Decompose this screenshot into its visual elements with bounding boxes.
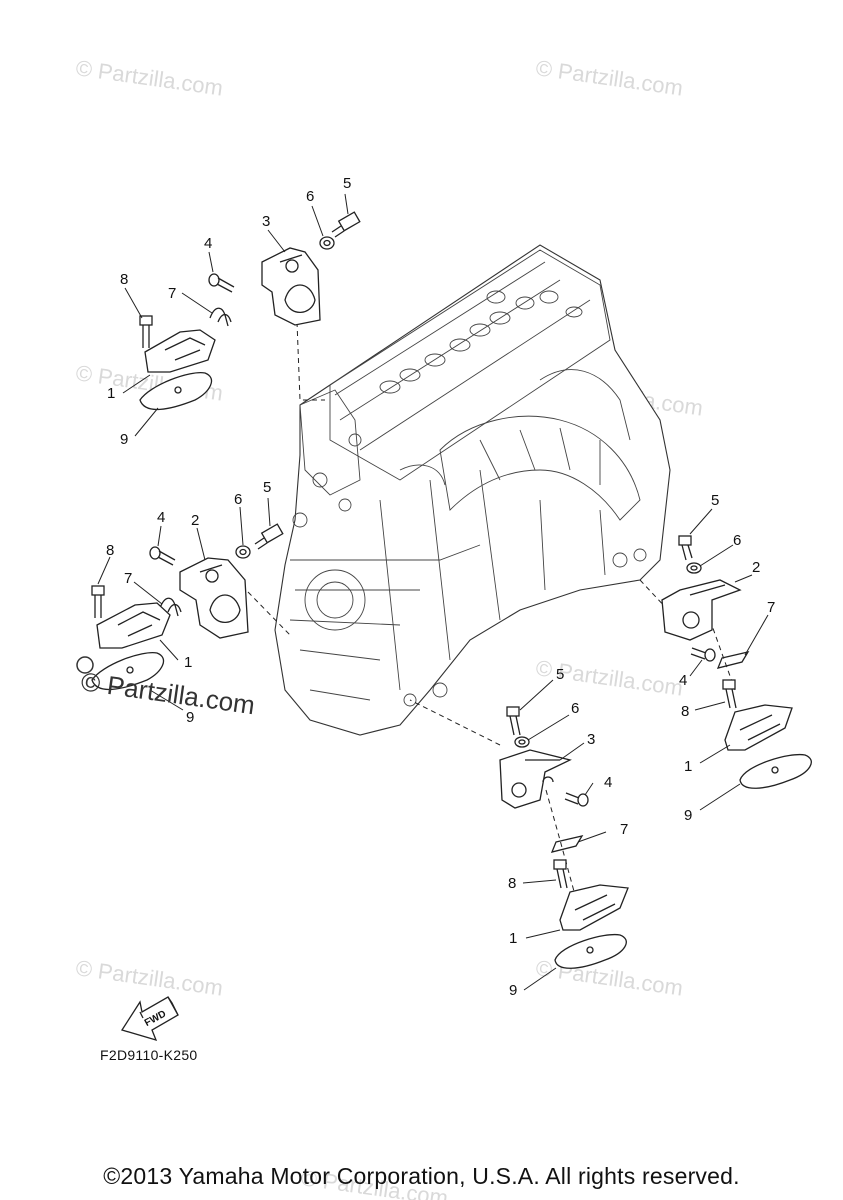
bolt-icon — [91, 585, 105, 618]
bolt-icon — [139, 315, 153, 348]
callout-5: 5 — [556, 666, 564, 683]
bracket-icon — [179, 557, 249, 639]
bracket-icon — [261, 247, 321, 326]
shim-icon — [550, 835, 584, 853]
callout-9: 9 — [186, 709, 194, 726]
washer-icon — [235, 545, 251, 559]
watermark-main-text: © Partzilla.com — [79, 666, 257, 720]
callout-4: 4 — [604, 774, 612, 791]
callout-7: 7 — [767, 599, 775, 616]
watermark: © Partzilla.com — [534, 55, 684, 100]
callout-4: 4 — [157, 509, 165, 526]
bolt-icon — [564, 792, 589, 807]
callout-6: 6 — [234, 491, 242, 508]
shim-icon — [209, 307, 232, 327]
callout-4: 4 — [204, 235, 212, 252]
callout-1: 1 — [107, 385, 115, 402]
watermark: © Partzilla.com — [74, 955, 224, 1000]
callout-9: 9 — [120, 431, 128, 448]
engine-block — [274, 244, 671, 736]
bolt-icon — [678, 535, 693, 561]
rubber-mount-icon — [724, 704, 793, 751]
callout-7: 7 — [620, 821, 628, 838]
washer-icon — [686, 562, 702, 574]
callout-8: 8 — [508, 875, 516, 892]
watermark-main: © Partzilla.com — [76, 656, 257, 720]
bracket-icon — [499, 749, 572, 809]
washer-icon — [514, 736, 530, 748]
callout-7: 7 — [124, 570, 132, 587]
rubber-mount-icon — [144, 329, 216, 373]
plate-icon — [739, 753, 812, 789]
callout-5: 5 — [711, 492, 719, 509]
callout-3: 3 — [587, 731, 595, 748]
callout-6: 6 — [306, 188, 314, 205]
callout-7: 7 — [168, 285, 176, 302]
callout-9: 9 — [684, 807, 692, 824]
callout-5: 5 — [263, 479, 271, 496]
callout-6: 6 — [571, 700, 579, 717]
bolt-icon — [208, 273, 235, 293]
callout-1: 1 — [684, 758, 692, 775]
rubber-mount-icon — [559, 884, 629, 931]
callout-2: 2 — [191, 512, 199, 529]
washer-icon — [319, 236, 335, 250]
bolt-icon — [553, 859, 568, 889]
mount-group-top-left: 5 6 3 4 8 7 1 9 — [107, 175, 361, 448]
mount-group-right: 5 6 2 7 4 8 1 9 — [661, 492, 812, 824]
callout-6: 6 — [733, 532, 741, 549]
copyright-notice: ©2013 Yamaha Motor Corporation, U.S.A. A… — [103, 1163, 740, 1189]
bolt-icon — [506, 706, 521, 736]
bolt-icon — [254, 523, 284, 550]
callout-3: 3 — [262, 213, 270, 230]
bolt-icon — [722, 679, 737, 709]
bracket-icon — [661, 579, 742, 641]
mount-group-middle-left: 5 6 4 2 8 7 1 9 — [91, 479, 284, 726]
shim-icon — [159, 597, 182, 617]
watermark: © Partzilla.com — [74, 55, 224, 100]
callout-5: 5 — [343, 175, 351, 192]
plate-icon — [554, 933, 627, 969]
callout-8: 8 — [120, 271, 128, 288]
bolt-icon — [331, 211, 361, 238]
mount-group-bottom: 5 6 3 4 7 8 1 9 — [499, 666, 629, 999]
callout-1: 1 — [509, 930, 517, 947]
callout-2: 2 — [752, 559, 760, 576]
callout-4: 4 — [679, 672, 687, 689]
diagram-code: F2D9110-K250 — [100, 1047, 198, 1063]
bolt-icon — [690, 647, 716, 662]
callout-9: 9 — [509, 982, 517, 999]
callout-8: 8 — [681, 703, 689, 720]
rubber-mount-icon — [96, 602, 171, 649]
callout-8: 8 — [106, 542, 114, 559]
callout-1: 1 — [184, 654, 192, 671]
bolt-icon — [149, 546, 176, 566]
shim-icon — [716, 651, 750, 669]
fwd-arrow-icon: FWD — [120, 996, 179, 1042]
